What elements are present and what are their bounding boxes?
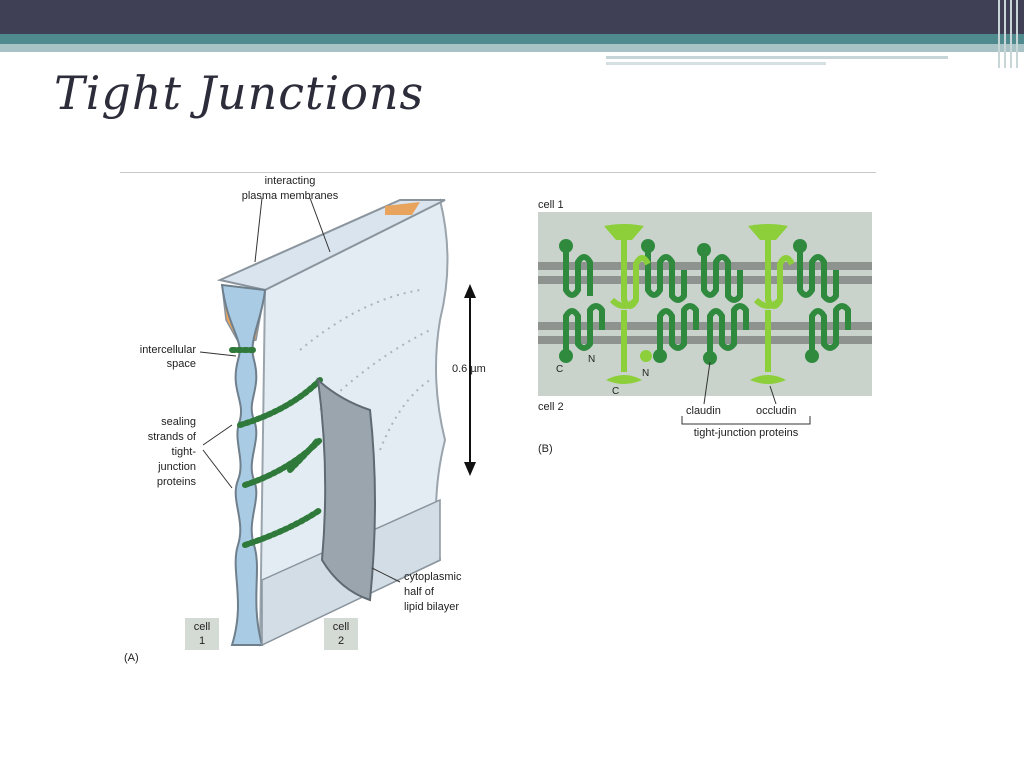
label-panel-a: (A) [124, 652, 139, 664]
label-cytoplasmic: cytoplasmic [404, 571, 462, 583]
label-c-2: C [612, 386, 619, 397]
label-sealing: sealing [161, 416, 196, 428]
label-cell-2: cell [333, 621, 350, 633]
panel-a-diagram: interacting plasma membranes intercellul… [124, 175, 486, 664]
claudin-ends [559, 239, 819, 365]
label-cell-1: cell [194, 621, 211, 633]
label-cell-1-num: 1 [199, 635, 205, 647]
cell-2-box [324, 618, 358, 650]
header-stripe-thin-2 [606, 62, 826, 65]
membrane-background [538, 212, 872, 396]
cytoplasmic-half [316, 377, 376, 602]
intercellular-gap [220, 283, 267, 646]
title-rule [120, 172, 876, 173]
intercellular-section-far [385, 202, 420, 215]
label-proteins: proteins [157, 476, 197, 488]
label-lipid-bilayer: lipid bilayer [404, 601, 459, 613]
corner-bars [994, 0, 1024, 68]
label-interacting: interacting [265, 175, 316, 187]
membrane-top-edge [216, 199, 446, 292]
occludin-ends [604, 224, 788, 384]
label-space: space [167, 358, 196, 370]
claudin-proteins [563, 250, 851, 354]
label-intercellular: intercellular [140, 344, 197, 356]
label-panel-b: (B) [538, 443, 553, 455]
header-stripe-thin [606, 56, 948, 59]
label-claudin: claudin [686, 405, 721, 417]
label-cell-2-b: cell 2 [538, 401, 564, 413]
label-half-of: half of [404, 586, 435, 598]
label-c-1: C [556, 364, 563, 375]
scale-arrow-head [464, 284, 476, 298]
cell-1-box [185, 618, 219, 650]
label-tight: tight- [172, 446, 197, 458]
label-n-2: N [642, 368, 649, 379]
label-occludin: occludin [756, 405, 796, 417]
label-n-1: N [588, 354, 595, 365]
membrane-2-outer [538, 336, 872, 344]
label-plasma-membranes: plasma membranes [242, 190, 339, 202]
label-tight-junction-proteins: tight-junction proteins [694, 427, 799, 439]
header-bar [0, 0, 1024, 34]
sealing-strands [229, 347, 323, 548]
label-scale: 0.6 µm [452, 363, 486, 375]
header-stripe-teal [0, 34, 1024, 44]
leader-lines [199, 197, 401, 583]
leader-lines-b [681, 361, 811, 425]
slide-title: Tight Junctions [54, 66, 425, 120]
occludin-proteins [609, 236, 795, 372]
panel-b-diagram: C N C N cell 1 cell 2 claudin occludin t… [538, 199, 872, 455]
label-strands-of: strands of [148, 431, 197, 443]
label-junction: junction [157, 461, 196, 473]
membrane-2-inner [538, 322, 872, 330]
label-cell-2-num: 2 [338, 635, 344, 647]
scale-arrow-head [464, 462, 476, 476]
header-stripe-light [0, 44, 1024, 52]
label-cell-1-b: cell 1 [538, 199, 564, 211]
